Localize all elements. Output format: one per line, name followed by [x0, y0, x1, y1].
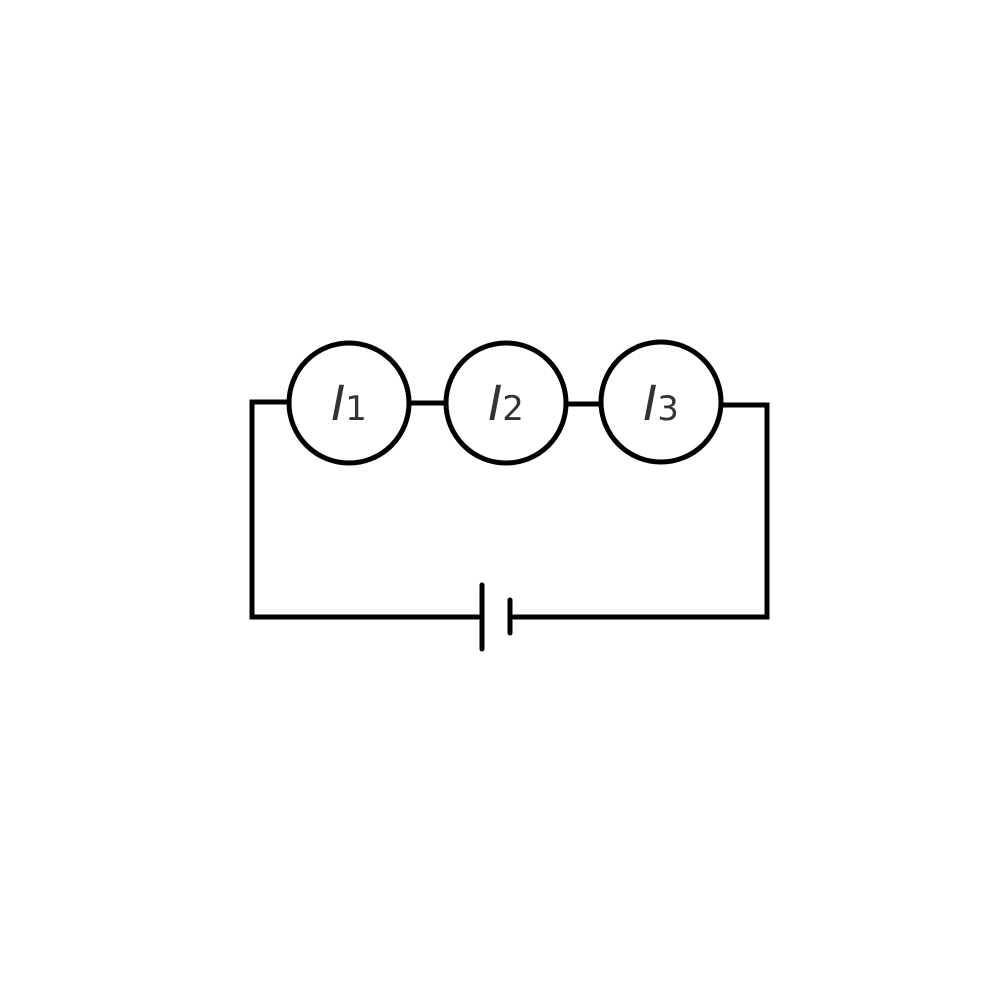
- meter-3-label: I3: [643, 376, 679, 432]
- meter-2-subscript: 2: [502, 389, 524, 429]
- meter-3-symbol: I: [643, 376, 657, 432]
- meter-3: I3: [598, 339, 724, 465]
- meter-1: I1: [286, 340, 412, 466]
- meter-2: I2: [443, 340, 569, 466]
- meter-1-symbol: I: [331, 376, 345, 432]
- meter-1-circle: [286, 340, 412, 466]
- meter-2-circle: [443, 340, 569, 466]
- battery-symbol: [479, 582, 513, 652]
- meter-1-subscript: 1: [345, 389, 367, 429]
- meter-2-label: I2: [488, 376, 524, 432]
- meter-1-label: I1: [331, 376, 367, 432]
- meter-3-circle: [598, 339, 724, 465]
- circuit-wires: [249, 399, 770, 620]
- meter-3-subscript: 3: [657, 389, 679, 429]
- meter-2-symbol: I: [488, 376, 502, 432]
